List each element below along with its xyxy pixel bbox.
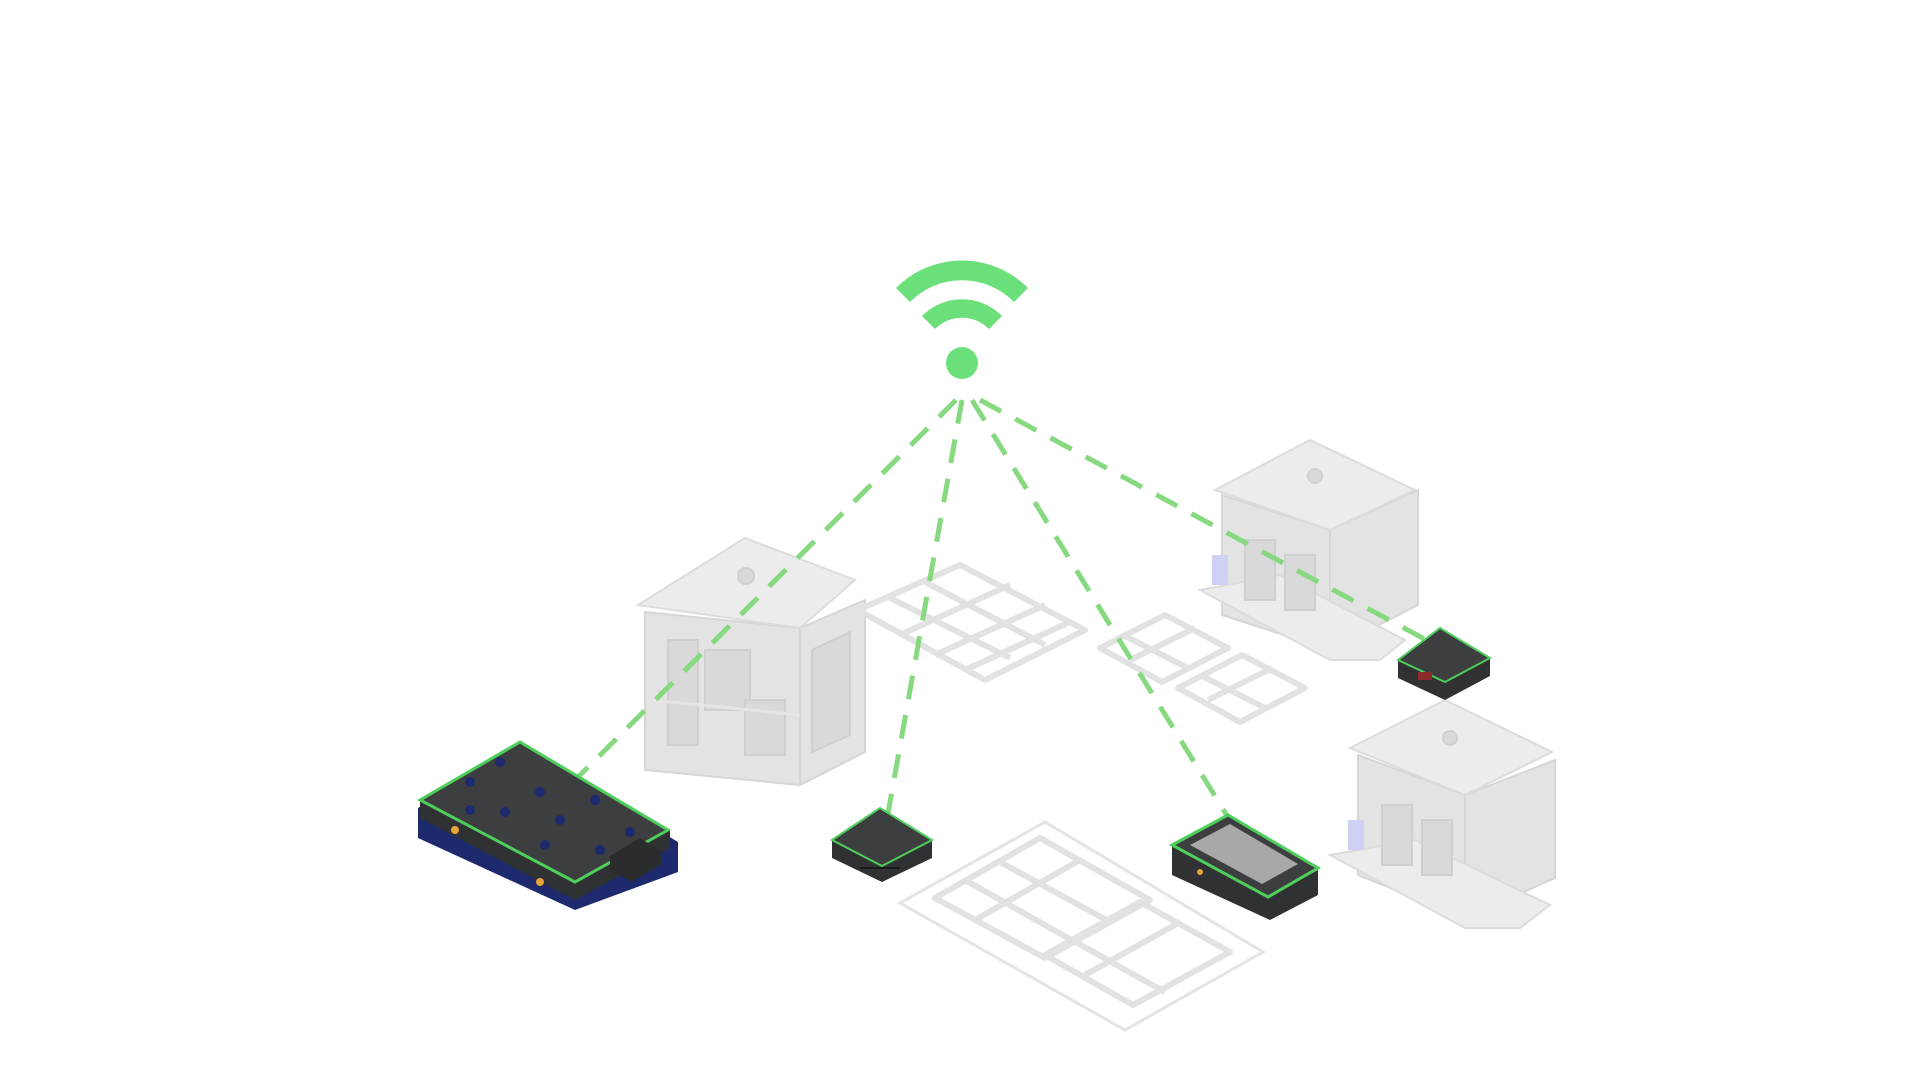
robot-side <box>1398 658 1490 700</box>
connection-link-medium-robot-right <box>969 398 1248 847</box>
connection-link-large-platform-robot <box>538 398 958 817</box>
machine-station <box>1326 698 1556 929</box>
machine-station <box>635 536 866 787</box>
large-platform-robot <box>416 740 678 910</box>
small-robot <box>830 806 935 882</box>
robot-indicator <box>451 826 459 834</box>
wifi-icon <box>896 260 1028 379</box>
connection-link-small-robot-center <box>882 399 965 831</box>
robot-indicator <box>536 878 544 886</box>
robot-dock-module <box>610 838 662 882</box>
robot-top-panel <box>1190 824 1298 884</box>
small-robot <box>1396 626 1493 700</box>
connection-links <box>538 397 1447 847</box>
robot-side <box>832 840 932 882</box>
pallet <box>1097 612 1231 685</box>
pallet-drop-zone <box>896 820 1266 1032</box>
machine-station <box>1197 438 1419 661</box>
wifi-dot <box>946 347 978 379</box>
robot-top <box>416 740 672 884</box>
wifi-inner-arc <box>922 299 1002 329</box>
medium-robot <box>1168 813 1321 920</box>
robot-indicator <box>1197 869 1203 875</box>
wifi-outer-arc <box>896 260 1028 302</box>
warehouse-background <box>635 438 1556 1032</box>
pallet <box>855 562 1088 683</box>
robot-top <box>830 806 935 868</box>
robot-mount-points <box>465 757 635 855</box>
robot-side <box>420 800 575 900</box>
pallet <box>1175 652 1308 725</box>
connection-link-small-robot-far-right <box>978 397 1447 653</box>
